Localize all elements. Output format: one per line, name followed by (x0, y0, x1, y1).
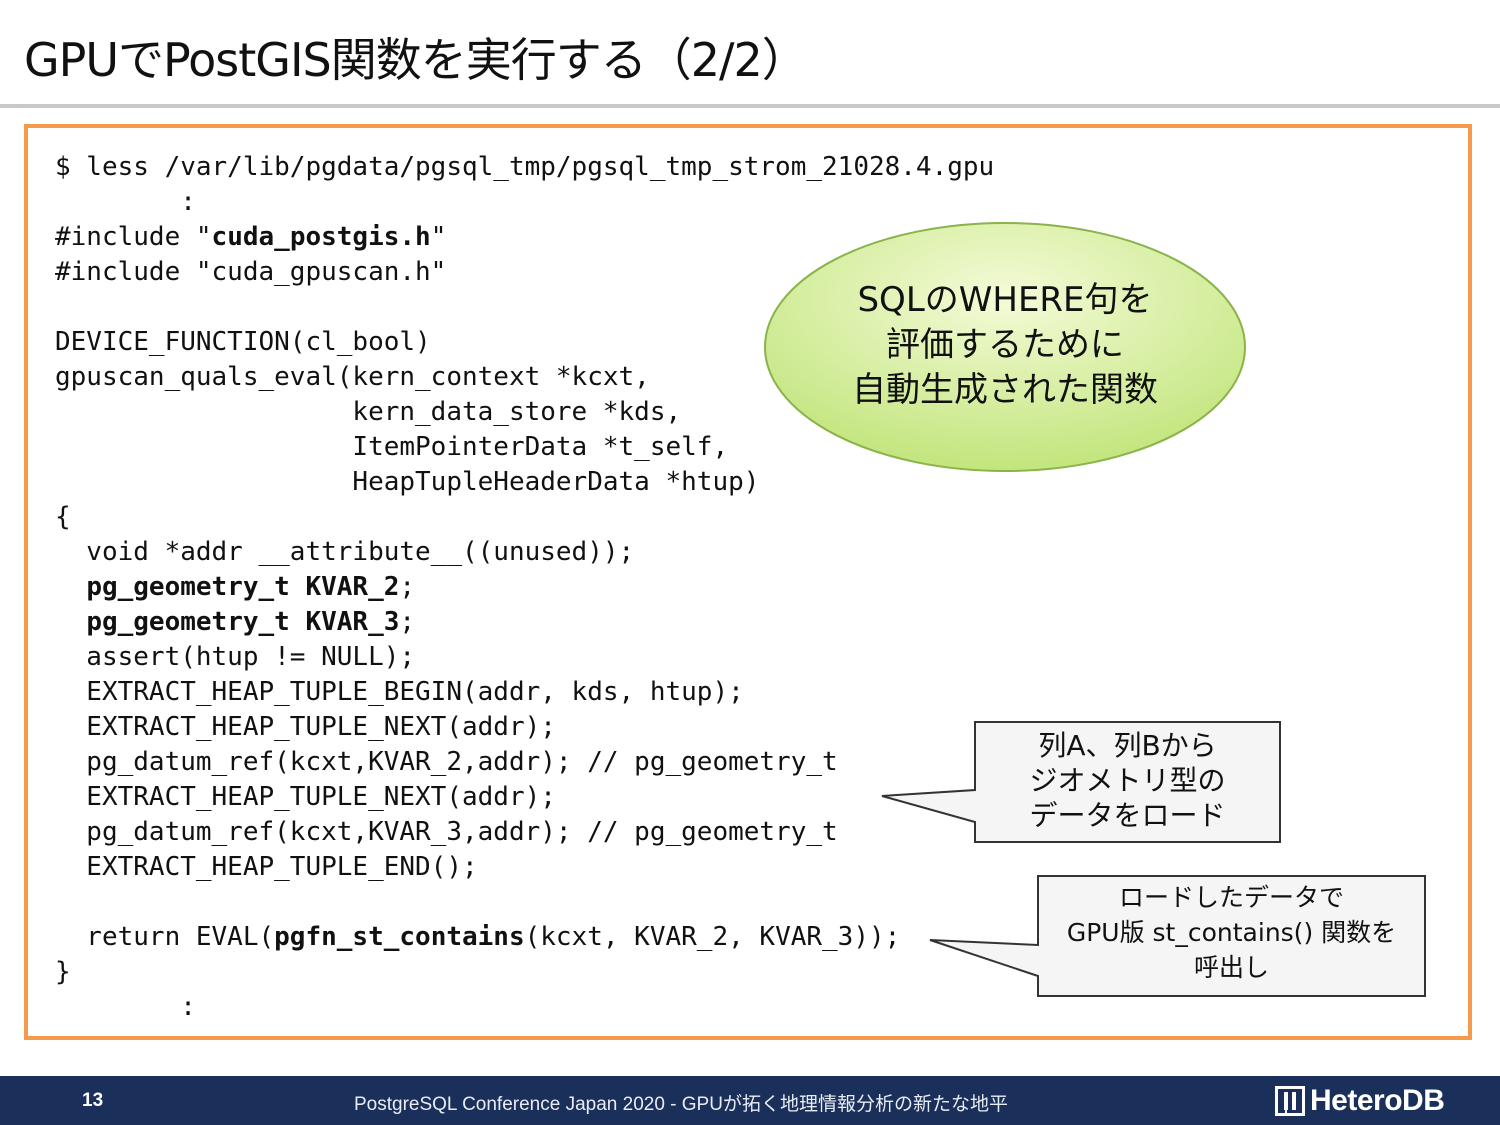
heterodb-logo: HeteroDB (1275, 1084, 1445, 1118)
code-text (55, 607, 86, 637)
code-line: #include "cuda_postgis.h" (55, 222, 446, 252)
slide-footer: 13 PostgreSQL Conference Japan 2020 - GP… (0, 1076, 1500, 1125)
code-text: (kcxt, KVAR_2, KVAR_3)); (524, 922, 901, 952)
code-line: assert(htup != NULL); (55, 642, 415, 672)
title-divider (0, 104, 1500, 108)
page-number: 13 (82, 1090, 104, 1111)
code-text: pg_datum_ref(kcxt,KVAR_2,addr); // pg_ge… (55, 747, 838, 777)
code-highlight: pg_geometry_t KVAR_2 (86, 572, 400, 602)
code-line: EXTRACT_HEAP_TUPLE_END(); (55, 852, 478, 882)
code-line: $ less /var/lib/pgdata/pgsql_tmp/pgsql_t… (55, 152, 994, 182)
code-text: DEVICE_FUNCTION(cl_bool) (55, 327, 431, 357)
code-text: return EVAL( (55, 922, 275, 952)
code-line: gpuscan_quals_eval(kern_context *kcxt, (55, 362, 650, 392)
code-text: kern_data_store *kds, (55, 397, 682, 427)
code-text: : (55, 187, 196, 217)
code-highlight: pgfn_st_contains (274, 922, 525, 952)
code-line: } (55, 957, 71, 987)
comment-bubble (764, 222, 1246, 472)
code-line: void *addr __attribute__((unused)); (55, 537, 634, 567)
code-line: { (55, 502, 71, 532)
code-text: EXTRACT_HEAP_TUPLE_BEGIN(addr, kds, htup… (55, 677, 744, 707)
bubble-text: SQLのWHERE句を 評価するために 自動生成された関数 (762, 278, 1248, 413)
code-text: EXTRACT_HEAP_TUPLE_END(); (55, 852, 478, 882)
callout-line: ロードしたデータで (1118, 883, 1344, 912)
code-text (55, 572, 86, 602)
code-line: #include "cuda_gpuscan.h" (55, 257, 446, 287)
code-line: DEVICE_FUNCTION(cl_bool) (55, 327, 431, 357)
conference-name: PostgreSQL Conference Japan 2020 - GPUが拓… (354, 1094, 1008, 1115)
callout-line: ジオメトリ型の (1029, 764, 1226, 797)
code-text: HeapTupleHeaderData *htup) (55, 467, 760, 497)
slide-title: GPUでPostGIS関数を実行する（2/2） (24, 33, 808, 87)
code-text: { (55, 502, 71, 532)
code-line: ItemPointerData *t_self, (55, 432, 728, 462)
code-text: ItemPointerData *t_self, (55, 432, 729, 462)
code-line: pg_geometry_t KVAR_3; (55, 607, 415, 637)
code-text: } (55, 957, 71, 987)
callout-load-data: 列A、列Bから ジオメトリ型の データをロード (975, 728, 1280, 833)
code-text: void *addr __attribute__((unused)); (55, 537, 635, 567)
code-highlight: pg_geometry_t KVAR_3 (86, 607, 400, 637)
code-line: : (55, 187, 196, 217)
code-line: pg_datum_ref(kcxt,KVAR_3,addr); // pg_ge… (55, 817, 838, 847)
code-line: EXTRACT_HEAP_TUPLE_NEXT(addr); (55, 712, 556, 742)
code-text: : (55, 992, 196, 1022)
code-line: pg_geometry_t KVAR_2; (55, 572, 415, 602)
heterodb-logo-icon (1275, 1086, 1305, 1116)
code-text: #include " (55, 222, 212, 252)
callout-line: 呼出し (1193, 953, 1269, 982)
code-line: EXTRACT_HEAP_TUPLE_BEGIN(addr, kds, htup… (55, 677, 744, 707)
callout-line: データをロード (1029, 799, 1226, 832)
code-highlight: cuda_postgis.h (211, 222, 431, 252)
code-text: EXTRACT_HEAP_TUPLE_NEXT(addr); (55, 782, 556, 812)
callout-line: 列A、列Bから (1038, 729, 1217, 762)
code-line: kern_data_store *kds, (55, 397, 681, 427)
code-text: " (430, 222, 447, 252)
callout-call-function: ロードしたデータで GPU版 st_contains() 関数を 呼出し (1038, 880, 1425, 985)
code-text: ; (399, 607, 416, 637)
code-listing: $ less /var/lib/pgdata/pgsql_tmp/pgsql_t… (55, 150, 994, 1025)
code-line: return EVAL(pgfn_st_contains(kcxt, KVAR_… (55, 922, 900, 952)
callout-line: GPU版 st_contains() 関数を (1066, 918, 1397, 947)
code-text: ; (399, 572, 416, 602)
code-text: pg_datum_ref(kcxt,KVAR_3,addr); // pg_ge… (55, 817, 838, 847)
code-text: gpuscan_quals_eval(kern_context *kcxt, (55, 362, 650, 392)
code-line: HeapTupleHeaderData *htup) (55, 467, 759, 497)
bubble-line: 自動生成された関数 (852, 370, 1158, 410)
code-line: : (55, 992, 196, 1022)
code-text: $ less /var/lib/pgdata/pgsql_tmp/pgsql_t… (55, 152, 995, 182)
code-text: #include "cuda_gpuscan.h" (55, 257, 447, 287)
code-text: assert(htup != NULL); (55, 642, 416, 672)
bubble-line: SQLのWHERE句を (857, 280, 1153, 320)
code-text: EXTRACT_HEAP_TUPLE_NEXT(addr); (55, 712, 556, 742)
code-line: pg_datum_ref(kcxt,KVAR_2,addr); // pg_ge… (55, 747, 838, 777)
bubble-line: 評価するために (886, 325, 1124, 365)
logo-text: HeteroDB (1310, 1084, 1445, 1117)
code-line: EXTRACT_HEAP_TUPLE_NEXT(addr); (55, 782, 556, 812)
